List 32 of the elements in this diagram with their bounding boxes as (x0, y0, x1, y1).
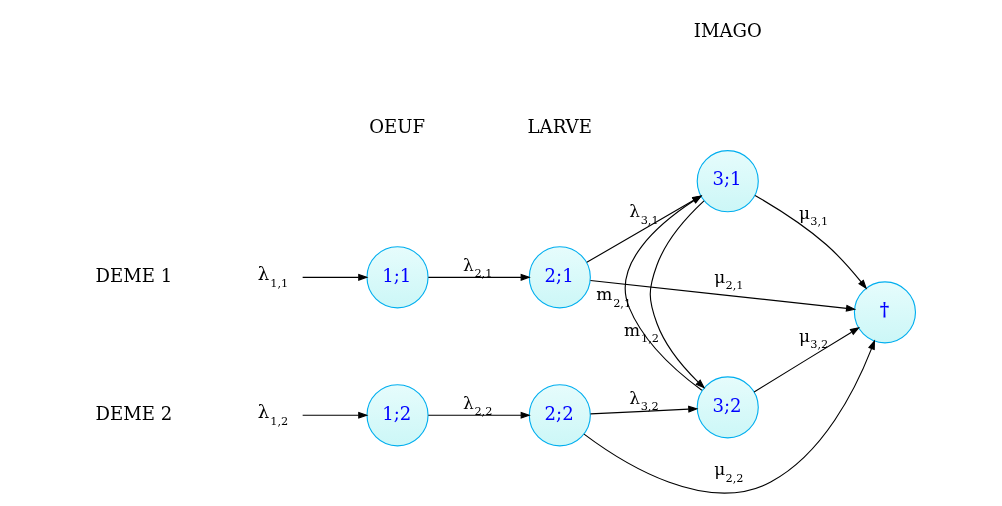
edge-label: λ$_{3,1}$ (629, 201, 659, 227)
label: OEUF (369, 116, 426, 138)
arrow (586, 195, 703, 263)
arrow (649, 200, 706, 389)
arrow (583, 339, 876, 494)
edge-label: μ$_{3,2}$ (798, 325, 829, 352)
node-text: λ$_{1,1}$ (257, 263, 289, 290)
arrow (302, 411, 369, 419)
arrow (754, 194, 868, 290)
edge-label: μ$_{3,1}$ (798, 202, 829, 229)
label: LARVE (527, 116, 592, 138)
node-circle: 2;2 (528, 384, 591, 447)
edge-label: λ$_{3,2}$ (629, 387, 659, 414)
arrow (302, 273, 369, 281)
arrow (753, 326, 861, 393)
node-circle: 3;1 (696, 150, 759, 213)
node-circle: 2;1 (528, 246, 591, 309)
arrow (590, 405, 699, 415)
label: DEME 2 (95, 402, 173, 424)
label: IMAGO (693, 20, 762, 42)
edge-label: μ$_{2,2}$ (714, 459, 744, 485)
label: DEME 1 (95, 264, 173, 286)
node-text: λ$_{1,2}$ (257, 401, 289, 428)
edge-label: μ$_{2,1}$ (714, 266, 744, 293)
arrow (589, 279, 857, 312)
arrow (427, 273, 531, 281)
arrow (427, 411, 531, 419)
arrow (624, 195, 703, 391)
node-circle: 1;2 (366, 384, 429, 447)
edge-label: λ$_{2,2}$ (463, 392, 493, 418)
node-circle: 1;1 (366, 246, 429, 309)
edge-label: λ$_{2,1}$ (463, 254, 493, 281)
